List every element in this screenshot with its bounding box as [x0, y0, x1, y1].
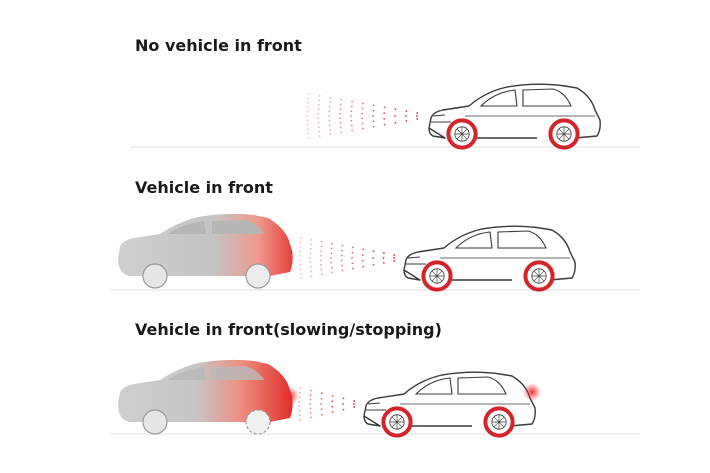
panel-title-no-vehicle: No vehicle in front [135, 36, 302, 55]
panel-title-vehicle-slowing: Vehicle in front(slowing/stopping) [135, 320, 442, 339]
radar-waves-icon [298, 387, 356, 421]
car-outline-icon [428, 83, 601, 150]
brake-light-icon [523, 383, 541, 401]
panel-title-vehicle-in-front: Vehicle in front [135, 178, 273, 197]
radar-waves-icon [306, 93, 419, 139]
car-outline-icon [403, 225, 576, 292]
car-outline-icon [363, 371, 536, 438]
lead-car-silhouette-icon [118, 213, 293, 289]
brake-light-icon [281, 387, 299, 405]
radar-waves-icon [298, 237, 396, 279]
lead-car-silhouette-icon [118, 359, 293, 435]
